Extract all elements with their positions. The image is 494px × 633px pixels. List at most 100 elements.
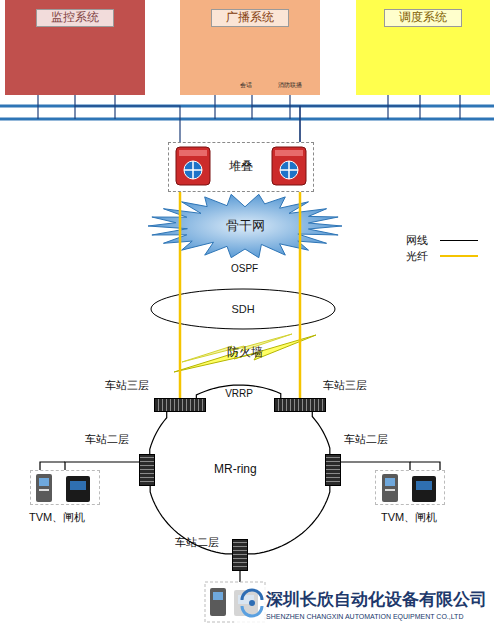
company-logo [242,606,262,616]
ticket-machine-icon [36,474,52,502]
ring-name: MR-ring [214,463,257,476]
ticket-machine-icon [385,489,395,491]
l3-switch: 车站三层 [274,398,326,412]
cable-link [150,486,232,554]
cable-link [150,412,167,454]
ticket-machine-icon [36,474,52,502]
cable-link [75,95,180,142]
ticket-machine-icon [385,478,395,486]
access-wire [410,462,440,470]
system-box: 调度系统 [356,0,490,95]
watermark-backdrop [234,586,494,630]
bus-drop [251,106,252,119]
company-logo [242,590,262,600]
bus-drop [38,95,460,119]
sdh-ring: SDH [150,288,336,330]
legend-text: 网线 [406,233,440,248]
terminal-group: TVM、闸机 [30,470,100,505]
backbone-cloud: 骨干网 [148,194,342,258]
watermark-backdrop [234,586,494,630]
icon-caption: 消防联播 [278,82,302,89]
cable-link [65,462,139,470]
legend: 网线光纤 [406,232,478,264]
firewall-bolt: 防火墙 [172,332,318,374]
access-wire [40,462,65,470]
gate-icon [412,476,436,502]
device-label: 车站二层 [175,536,219,549]
core-switch-icon [176,147,210,185]
legend-item: 光纤 [406,248,478,264]
system-box: 监控系统 [5,0,145,95]
ticket-machine-icon [213,592,223,600]
ticket-machine-icon [382,474,398,502]
l2-switch: 车站二层 [139,454,155,486]
watermark: SHENZHEN CHANGXIN AUTOMATION EQUIPMENT C… [266,613,463,621]
core-switch-icon [184,161,202,179]
ticket-machine-icon [382,474,398,502]
bolt-shape [174,335,316,372]
ticket-machine-icon [210,588,226,616]
bus-drop [114,95,115,119]
system-title: 监控系统 [36,9,114,27]
core-switch-icon [179,150,207,156]
network-bus [0,106,494,119]
device-label: 车站三层 [323,379,367,392]
ticket-machine-icon [39,489,49,491]
cable-link [312,412,330,454]
stack-group: 堆叠 [168,142,314,192]
core-switch-icon [272,147,306,185]
bus-drop [289,95,290,119]
cable-link [341,462,410,470]
firewall-label: 防火墙 [227,346,263,360]
gate-icon [66,476,90,502]
terminal-label: TVM、闸机 [29,511,85,524]
gate-icon [412,476,436,502]
core-switch-icon [275,150,303,156]
link-label: VRRP [225,388,253,399]
ring-label: SDH [231,303,254,316]
watermark: 深圳长欣自动化设备有限公司 [266,590,487,608]
l2-switch: 车站二层 [325,454,341,486]
legend-item: 网线 [406,232,478,248]
bus-drop [419,106,420,119]
bus-drop [214,95,215,119]
core-switch-icon [280,161,298,179]
access-wire [239,571,240,582]
legend-line [440,255,478,257]
access-wire [40,462,440,582]
cable-link [248,486,330,554]
l3-switch: 车站三层 [154,398,206,412]
core-switch-icon [184,161,202,179]
gate-icon [66,476,90,502]
bus-drop [74,106,75,119]
company-logo [242,590,262,616]
company-logo [249,600,255,606]
protocol-label: OSPF [231,263,258,274]
device-label: 车站二层 [85,433,129,446]
terminal-label: TVM、闸机 [381,511,437,524]
cloud-label: 骨干网 [226,219,265,234]
group-label: 堆叠 [229,160,253,174]
system-title: 调度系统 [384,9,462,27]
legend-text: 光纤 [406,249,440,264]
cable-link [252,95,300,142]
gate-icon [416,481,432,490]
cloud-shape [148,194,342,257]
l2-switch: 车站二层 [232,539,248,571]
bus-drop [37,95,38,119]
core-switch-icon [280,161,298,179]
core-switch-icon [176,147,210,185]
cable-link [300,95,420,142]
gate-icon [70,481,86,490]
ticket-machine-icon [210,588,226,616]
core-switch-icon [272,147,306,185]
bolt-shape [182,334,292,362]
terminal-group: TVM、闸机 [375,470,445,505]
device-label: 车站二层 [344,433,388,446]
icon-caption: 会话 [240,82,252,89]
system-box: 广播系统 [180,0,320,95]
bus-drop [459,95,460,119]
bus-drop [387,95,388,119]
ring-shape [151,289,335,329]
